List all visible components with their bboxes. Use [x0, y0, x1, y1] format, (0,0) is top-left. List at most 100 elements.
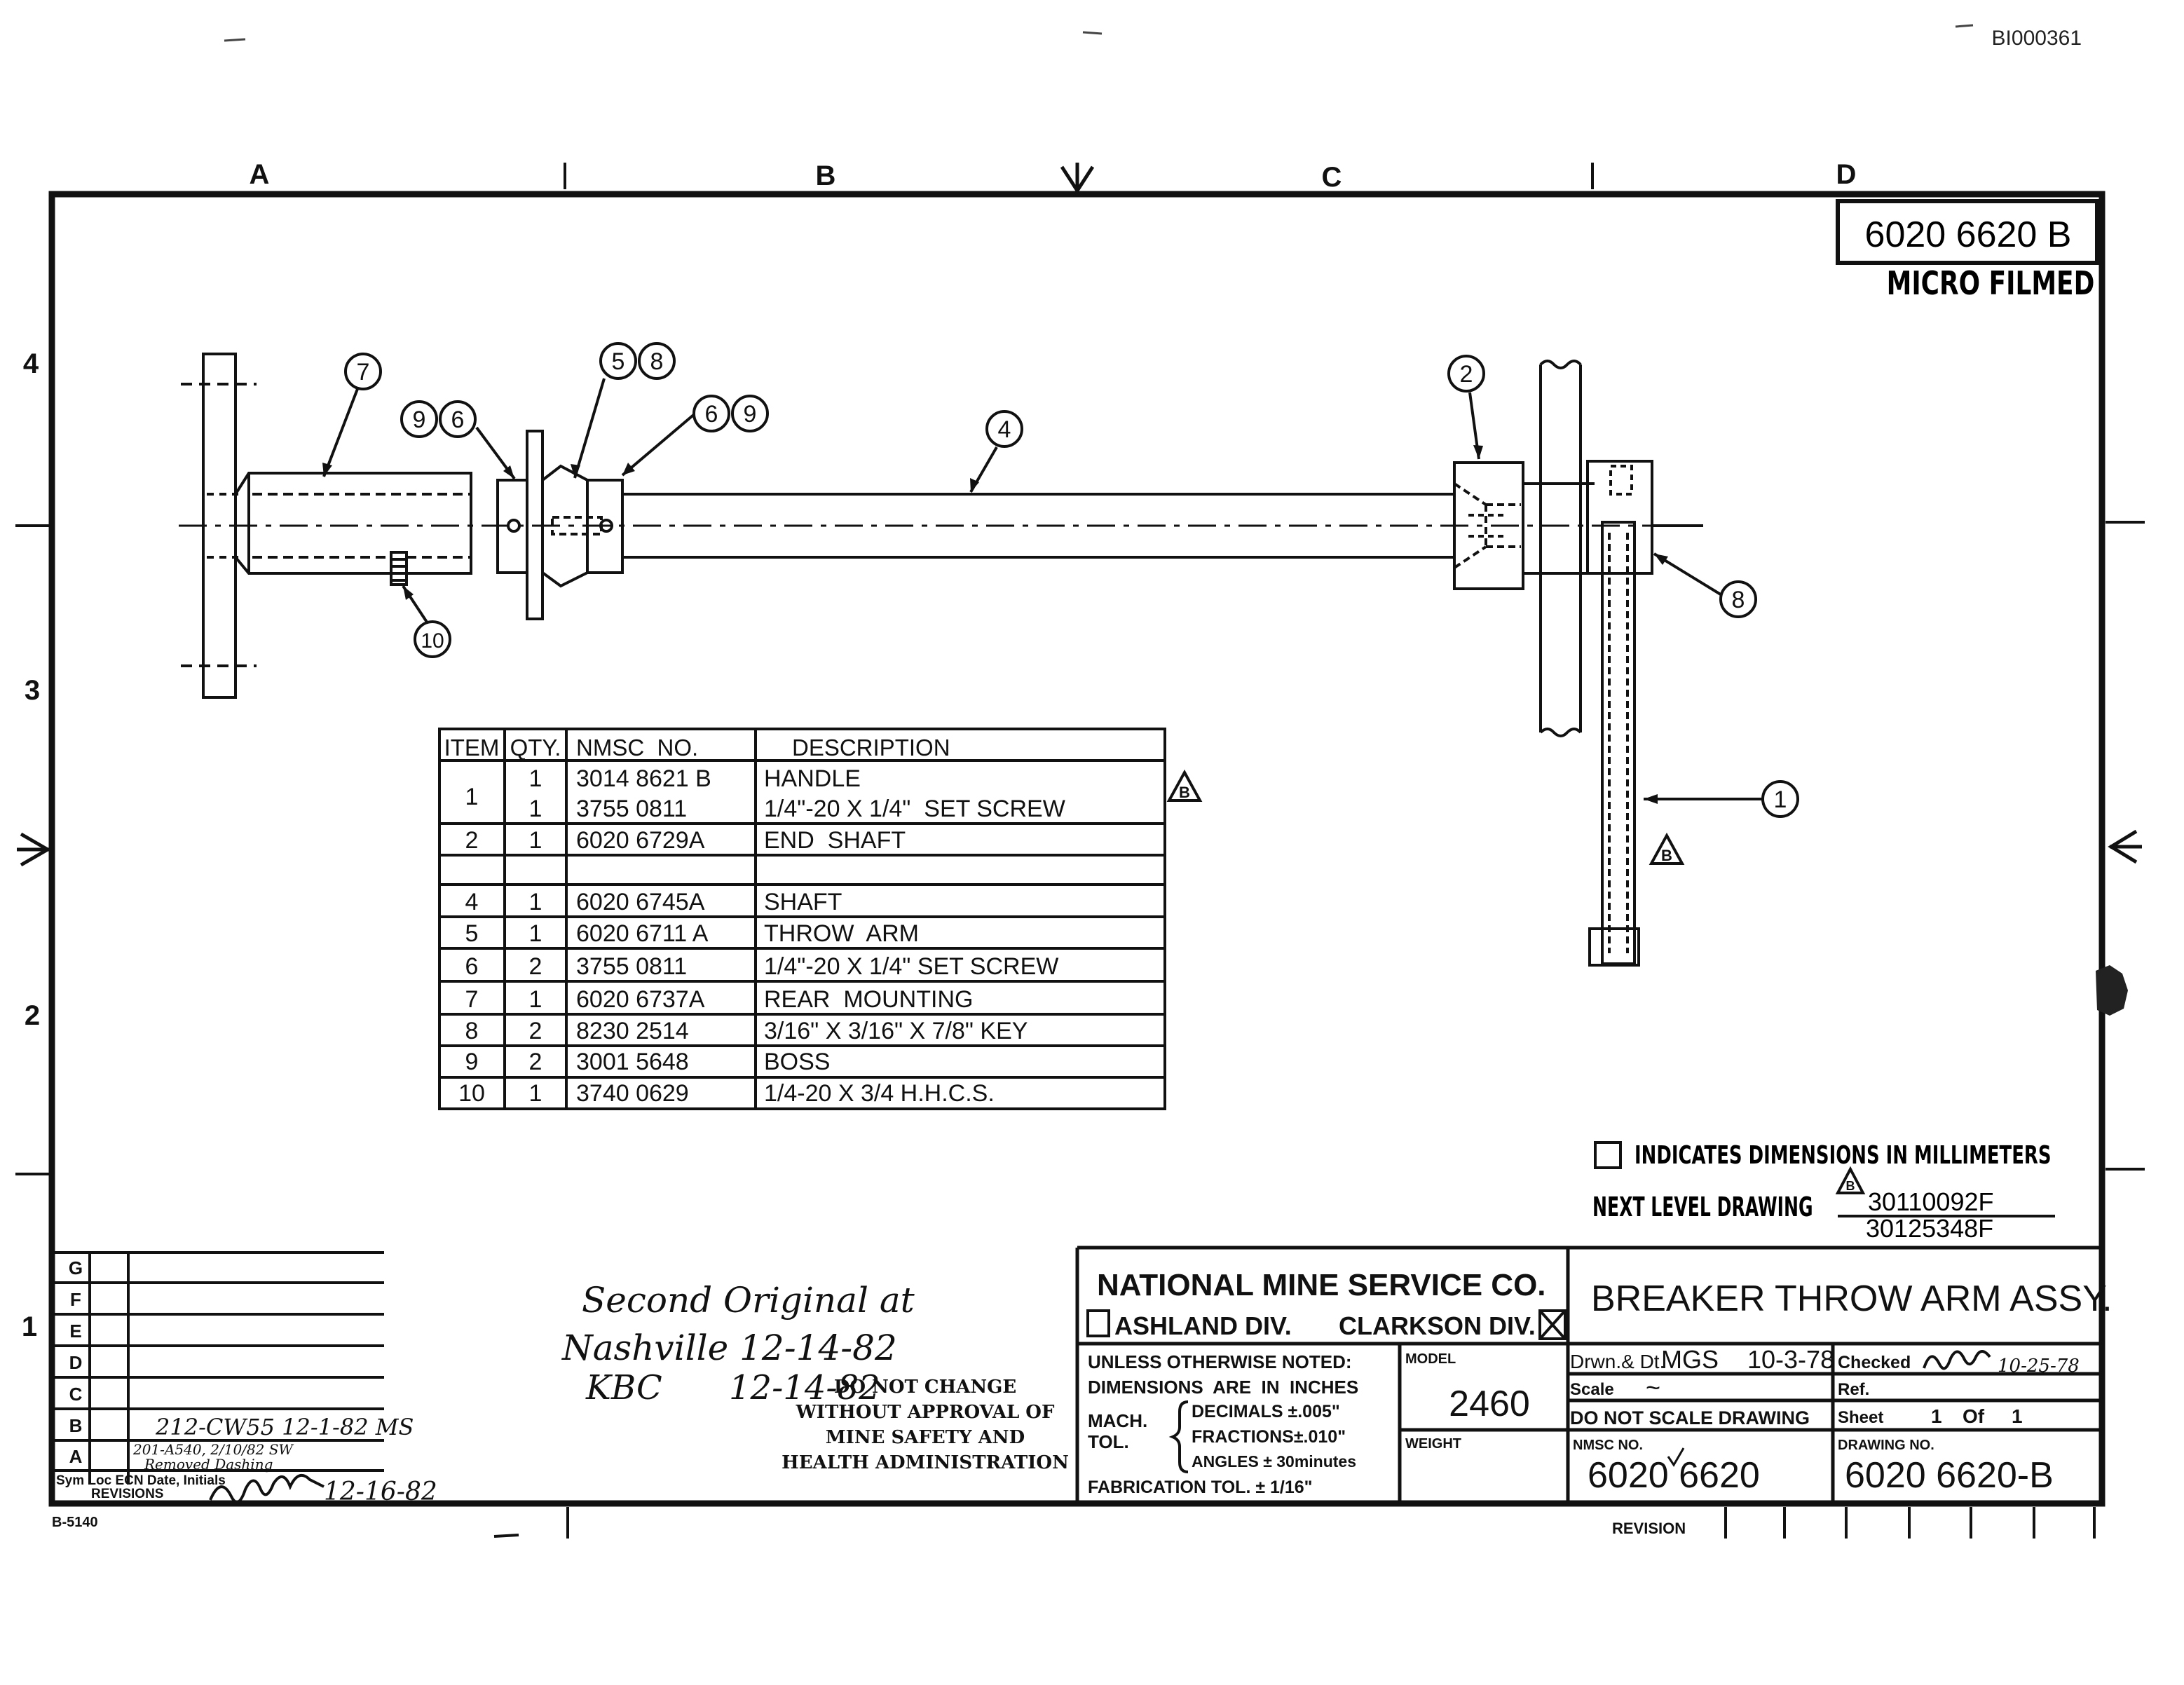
rev-letter-f: F — [70, 1289, 81, 1310]
angles-tol: ANGLES ± 30minutes — [1192, 1452, 1356, 1471]
balloon-9-front: 9 — [744, 401, 757, 428]
bom-row-2-no: 6020 6729A — [576, 827, 705, 854]
model-number: 2460 — [1449, 1384, 1530, 1424]
document-id: BI000361 — [1992, 27, 2082, 50]
rev-letter-e: E — [69, 1321, 81, 1342]
bom-row-4-qty: 1 — [529, 889, 542, 915]
company-name: NATIONAL MINE SERVICE CO. — [1097, 1268, 1546, 1302]
checked-label: Checked — [1838, 1353, 1911, 1372]
zone-row-2: 2 — [25, 1000, 40, 1031]
approval-line-2: WITHOUT APPROVAL OF — [796, 1402, 1055, 1423]
bom-row-5-qty: 1 — [529, 920, 542, 947]
drawing-title: BREAKER THROW ARM ASSY. — [1591, 1278, 2113, 1319]
decimals-tol: DECIMALS ±.005" — [1192, 1402, 1340, 1421]
revisions-block — [52, 1251, 384, 1485]
sheet-number: 1 — [1931, 1405, 1942, 1427]
rev-letter-g: G — [69, 1257, 83, 1278]
rev-a-entry-1: 201-A540, 2/10/82 SW — [132, 1441, 294, 1458]
balloon-6-front: 6 — [705, 401, 718, 428]
rev-b-entry: 212-CW55 12-1-82 MS — [155, 1414, 414, 1440]
weight-label: WEIGHT — [1405, 1436, 1461, 1452]
bom-row-1b-qty: 1 — [529, 796, 542, 822]
nmsc-no-label: NMSC NO. — [1573, 1438, 1643, 1453]
rev-a-entry-2: Removed Dashing — [144, 1456, 273, 1473]
bom-row-6-desc: 1/4"-20 X 1/4" SET SCREW — [764, 953, 1058, 980]
revision-label: REVISION — [1612, 1520, 1686, 1537]
rev-footer-columns: Sym Loc ECN Date, Initials — [56, 1473, 226, 1488]
mm-note: INDICATES DIMENSIONS IN MILLIMETERS — [1634, 1141, 2052, 1170]
bom-row-9-item: 9 — [465, 1049, 479, 1075]
zone-col-d: D — [1836, 159, 1857, 190]
fractions-tol: FRACTIONS±.010" — [1192, 1427, 1346, 1447]
bom-row-9-qty: 2 — [529, 1049, 542, 1075]
bom-row-8-desc: 3/16" X 3/16" X 7/8" KEY — [764, 1018, 1028, 1044]
balloon-5: 5 — [612, 348, 625, 375]
scale-label: Scale — [1570, 1380, 1614, 1399]
bom-row-10-qty: 1 — [529, 1080, 542, 1107]
bom-row-6-no: 3755 0811 — [576, 953, 687, 980]
rev-footer-title: REVISIONS — [91, 1487, 163, 1501]
balloon-8-handle: 8 — [1732, 587, 1745, 613]
bom-row-10-desc: 1/4-20 X 3/4 H.H.C.S. — [764, 1080, 995, 1107]
mach-label: MACH. — [1088, 1410, 1147, 1431]
bom-row-7-qty: 1 — [529, 986, 542, 1013]
rev-marker-handle: B — [1661, 847, 1672, 864]
bom-row-4-desc: SHAFT — [764, 889, 842, 915]
next-level-drawing-2: 30125348F — [1866, 1214, 1993, 1243]
bom-header-item: ITEM — [444, 735, 500, 760]
bom-row-10-item: 10 — [458, 1080, 485, 1107]
bom-row-1-qty: 1 — [529, 765, 542, 792]
zone-row-4: 4 — [23, 348, 39, 379]
bom-row-5-desc: THROW ARM — [764, 920, 919, 947]
bom-row-10-no: 3740 0629 — [576, 1080, 689, 1107]
micro-filmed-stamp: MICRO FILMED — [1887, 265, 2095, 303]
unless-noted: UNLESS OTHERWISE NOTED: — [1088, 1351, 1352, 1372]
assembly-view — [179, 353, 1703, 967]
balloon-8-hub: 8 — [650, 348, 664, 375]
bom-row-8-item: 8 — [465, 1018, 479, 1044]
next-level-drawing-1: 30110092F — [1868, 1187, 1994, 1216]
approval-line-3: MINE SAFETY AND — [826, 1427, 1025, 1448]
zone-col-b: B — [816, 161, 836, 191]
checked-signature — [1923, 1350, 1991, 1370]
balloon-1: 1 — [1774, 786, 1787, 813]
handwritten-line-3b: 12-14-82 — [729, 1368, 880, 1407]
rev-footer-signature — [209, 1473, 325, 1503]
bom-row-4-item: 4 — [465, 889, 479, 915]
rev-letter-a: A — [69, 1446, 83, 1467]
rev-marker-bom: B — [1179, 784, 1190, 801]
model-label: MODEL — [1405, 1351, 1456, 1367]
do-not-scale: DO NOT SCALE DRAWING — [1570, 1407, 1810, 1428]
of-label: Of — [1963, 1405, 1985, 1427]
rev-letter-d: D — [69, 1352, 83, 1373]
bom-header-no: NMSC NO. — [576, 735, 698, 760]
bom-row-5-no: 6020 6711 A — [576, 920, 709, 947]
handwritten-line-1: Second Original at — [582, 1280, 915, 1321]
bom-row-5-item: 5 — [465, 920, 479, 947]
handwritten-line-2: Nashville 12-14-82 — [561, 1328, 897, 1368]
nmsc-check-mark — [1667, 1447, 1685, 1467]
title-block — [1075, 1246, 2102, 1503]
bom-row-2-item: 2 — [465, 827, 479, 854]
bom-row-6-qty: 2 — [529, 953, 542, 980]
division-ashland: ASHLAND DIV. — [1114, 1311, 1292, 1340]
bom-header-desc: DESCRIPTION — [792, 735, 950, 760]
form-number: B-5140 — [52, 1515, 98, 1530]
sheet-label: Sheet — [1838, 1408, 1883, 1427]
bom-row-7-item: 7 — [465, 986, 479, 1013]
balloon-10: 10 — [421, 629, 444, 653]
nmsc-number: 6020 6620 — [1588, 1455, 1760, 1496]
bom-row-1b-no: 3755 0811 — [576, 796, 687, 822]
bom-row-2-qty: 1 — [529, 827, 542, 854]
bom-row-1b-desc: 1/4"-20 X 1/4" SET SCREW — [764, 796, 1065, 822]
checked-date: 10-25-78 — [1998, 1356, 2080, 1377]
rev-letter-c: C — [69, 1384, 83, 1405]
of-number: 1 — [2012, 1405, 2023, 1427]
next-level-label: NEXT LEVEL DRAWING — [1592, 1192, 1813, 1223]
bom-row-9-desc: BOSS — [764, 1049, 830, 1075]
handwritten-line-3a: KBC — [585, 1368, 662, 1407]
drawn-by: MGS — [1661, 1345, 1719, 1374]
bill-of-materials: ITEM QTY. NMSC NO. DESCRIPTION 1 1 3014 … — [438, 728, 1166, 1110]
zone-col-c: C — [1322, 162, 1342, 193]
